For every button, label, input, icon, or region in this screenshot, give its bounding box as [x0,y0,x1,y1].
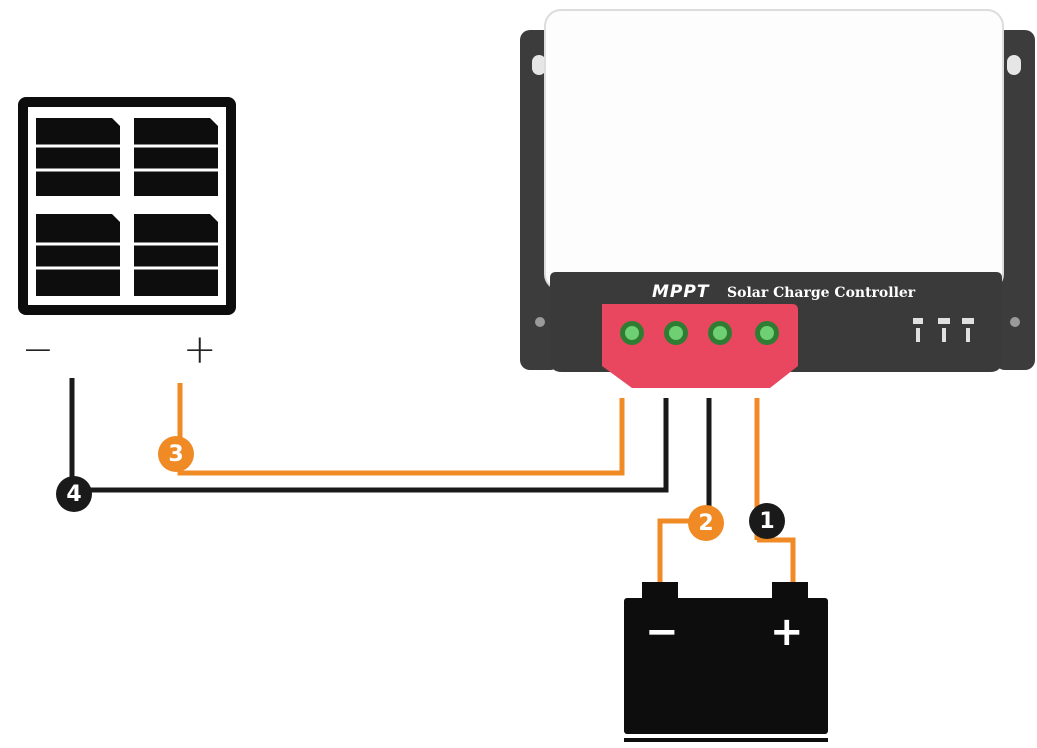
step-badge-4: 4 [56,476,92,512]
battery-icon [624,582,828,742]
terminal-leds [620,321,779,345]
battery-negative-label: − [645,609,679,655]
wire-4-panel-negative [69,378,669,493]
step-badge-2: 2 [688,505,724,541]
solar-panel-icon [18,97,236,315]
controller-title: Solar Charge Controller [727,285,916,301]
terminal-block [602,304,798,388]
battery-positive-label: + [770,609,804,655]
panel-positive-label: + [183,327,217,373]
step-badge-3: 3 [158,436,194,472]
solar-charge-controller [520,9,1035,388]
status-indicator-icons [913,318,974,342]
wire-3-panel-positive [177,383,625,476]
controller-brand: MPPT [652,282,710,302]
step-badge-1: 1 [749,503,785,539]
panel-negative-label: − [22,327,54,371]
